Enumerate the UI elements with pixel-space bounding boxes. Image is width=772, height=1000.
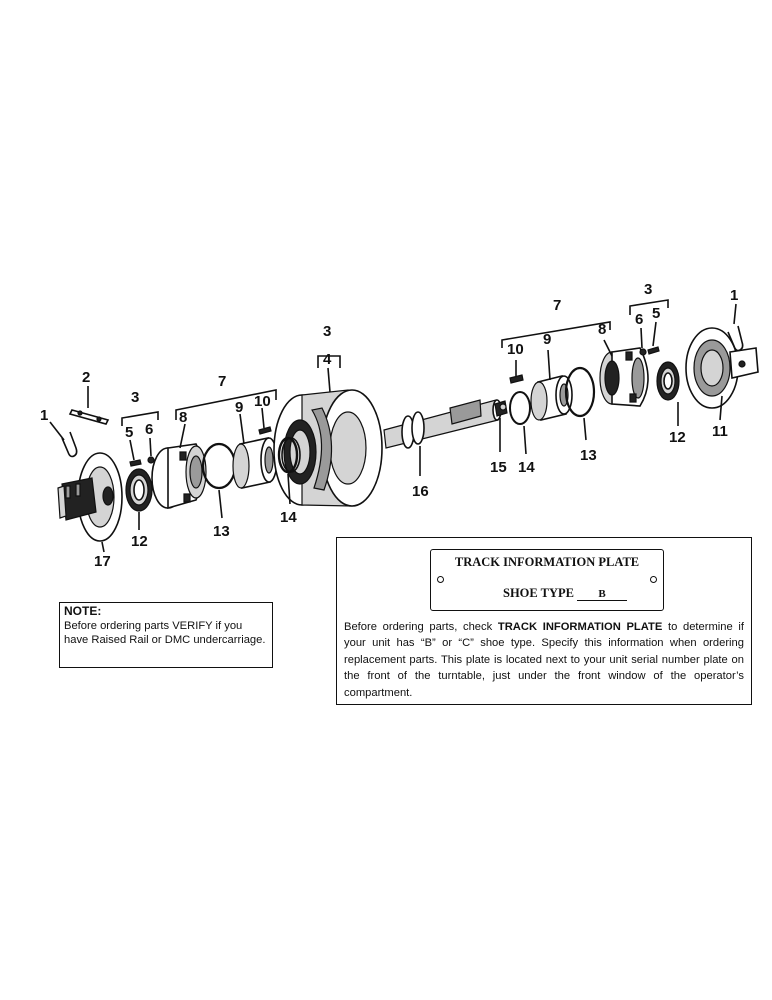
callout-2: 2 [82, 369, 90, 386]
callout-10-right: 10 [507, 341, 524, 358]
part-2-plate [68, 409, 110, 425]
callout-7-left: 7 [218, 373, 226, 390]
callout-10-left: 10 [254, 393, 271, 410]
callout-4: 4 [323, 351, 332, 368]
callout-7-right: 7 [553, 297, 561, 314]
part-8-housing-right [599, 347, 649, 407]
part-16-shaft [383, 399, 502, 449]
callout-5-left: 5 [125, 424, 133, 441]
callout-8-left: 8 [179, 409, 187, 426]
callout-14-left: 14 [280, 509, 297, 526]
part-5-6-fasteners-right [639, 346, 660, 356]
mounting-hole-icon [650, 576, 657, 583]
callout-11: 11 [712, 423, 728, 440]
callout-3-right: 3 [644, 281, 652, 298]
bracket-3-right [629, 299, 669, 315]
callout-1-right: 1 [730, 287, 738, 304]
track-info-lead: Before ordering parts, check [344, 621, 498, 633]
shoe-type-label: SHOE TYPE [503, 586, 574, 600]
plate-title: TRACK INFORMATION PLATE [454, 555, 640, 569]
bracket-7-left [175, 389, 277, 420]
part-1-pin-left [61, 431, 78, 458]
callout-8-right: 8 [598, 321, 606, 338]
part-8-housing-left [151, 443, 207, 510]
bracket-7-right [501, 321, 611, 348]
bracket-3-left [121, 411, 159, 426]
leader-lines [49, 303, 737, 553]
callout-5-right: 5 [652, 305, 660, 322]
part-12-seal-right [656, 361, 680, 401]
part-4-roller-body [273, 389, 383, 507]
note-text: Before ordering parts VERIFY if you have… [64, 619, 266, 647]
callout-13-left: 13 [213, 523, 230, 540]
callout-9-right: 9 [543, 331, 551, 348]
callout-9-left: 9 [235, 399, 243, 416]
part-17-end-collar [57, 452, 123, 542]
part-11-end-collar [685, 327, 759, 409]
note-title: NOTE: [64, 604, 102, 618]
callout-14-right: 14 [518, 459, 535, 476]
part-14-seal-left [277, 436, 301, 474]
part-13-o-ring-left [201, 442, 237, 490]
bracket-3-center [317, 355, 341, 368]
callout-16: 16 [412, 483, 429, 500]
part-1-pin-right [727, 325, 744, 352]
callout-12-left: 12 [131, 533, 148, 550]
callout-15: 15 [490, 459, 507, 476]
part-13-o-ring-right [564, 366, 596, 418]
callout-12-right: 12 [669, 429, 686, 446]
part-9-bushing-left [232, 437, 278, 489]
track-info-emphasis: TRACK INFORMATION PLATE [497, 621, 663, 633]
part-5-6-fasteners-left [129, 456, 155, 467]
part-14-o-ring-right [509, 391, 531, 425]
part-10-dowel-right [509, 374, 524, 384]
part-12-seal-left [125, 468, 153, 512]
callout-13-right: 13 [580, 447, 597, 464]
shoe-type-value: B [576, 588, 627, 601]
callout-6-right: 6 [635, 311, 643, 328]
callout-3-left: 3 [131, 389, 139, 406]
callout-6-left: 6 [145, 421, 153, 438]
note-box: NOTE: Before ordering parts VERIFY if yo… [59, 602, 273, 668]
track-info-text: Before ordering parts, check TRACK INFOR… [344, 619, 744, 701]
callout-1-left: 1 [40, 407, 48, 424]
callout-17: 17 [94, 553, 111, 570]
part-10-dowel-left [258, 426, 272, 435]
mounting-hole-icon [437, 576, 444, 583]
part-15-plug [494, 400, 508, 417]
callout-3-center: 3 [323, 323, 331, 340]
track-info-rest: to determine if your unit has “B” or “C”… [344, 621, 744, 699]
part-9-bushing-right [530, 375, 573, 421]
